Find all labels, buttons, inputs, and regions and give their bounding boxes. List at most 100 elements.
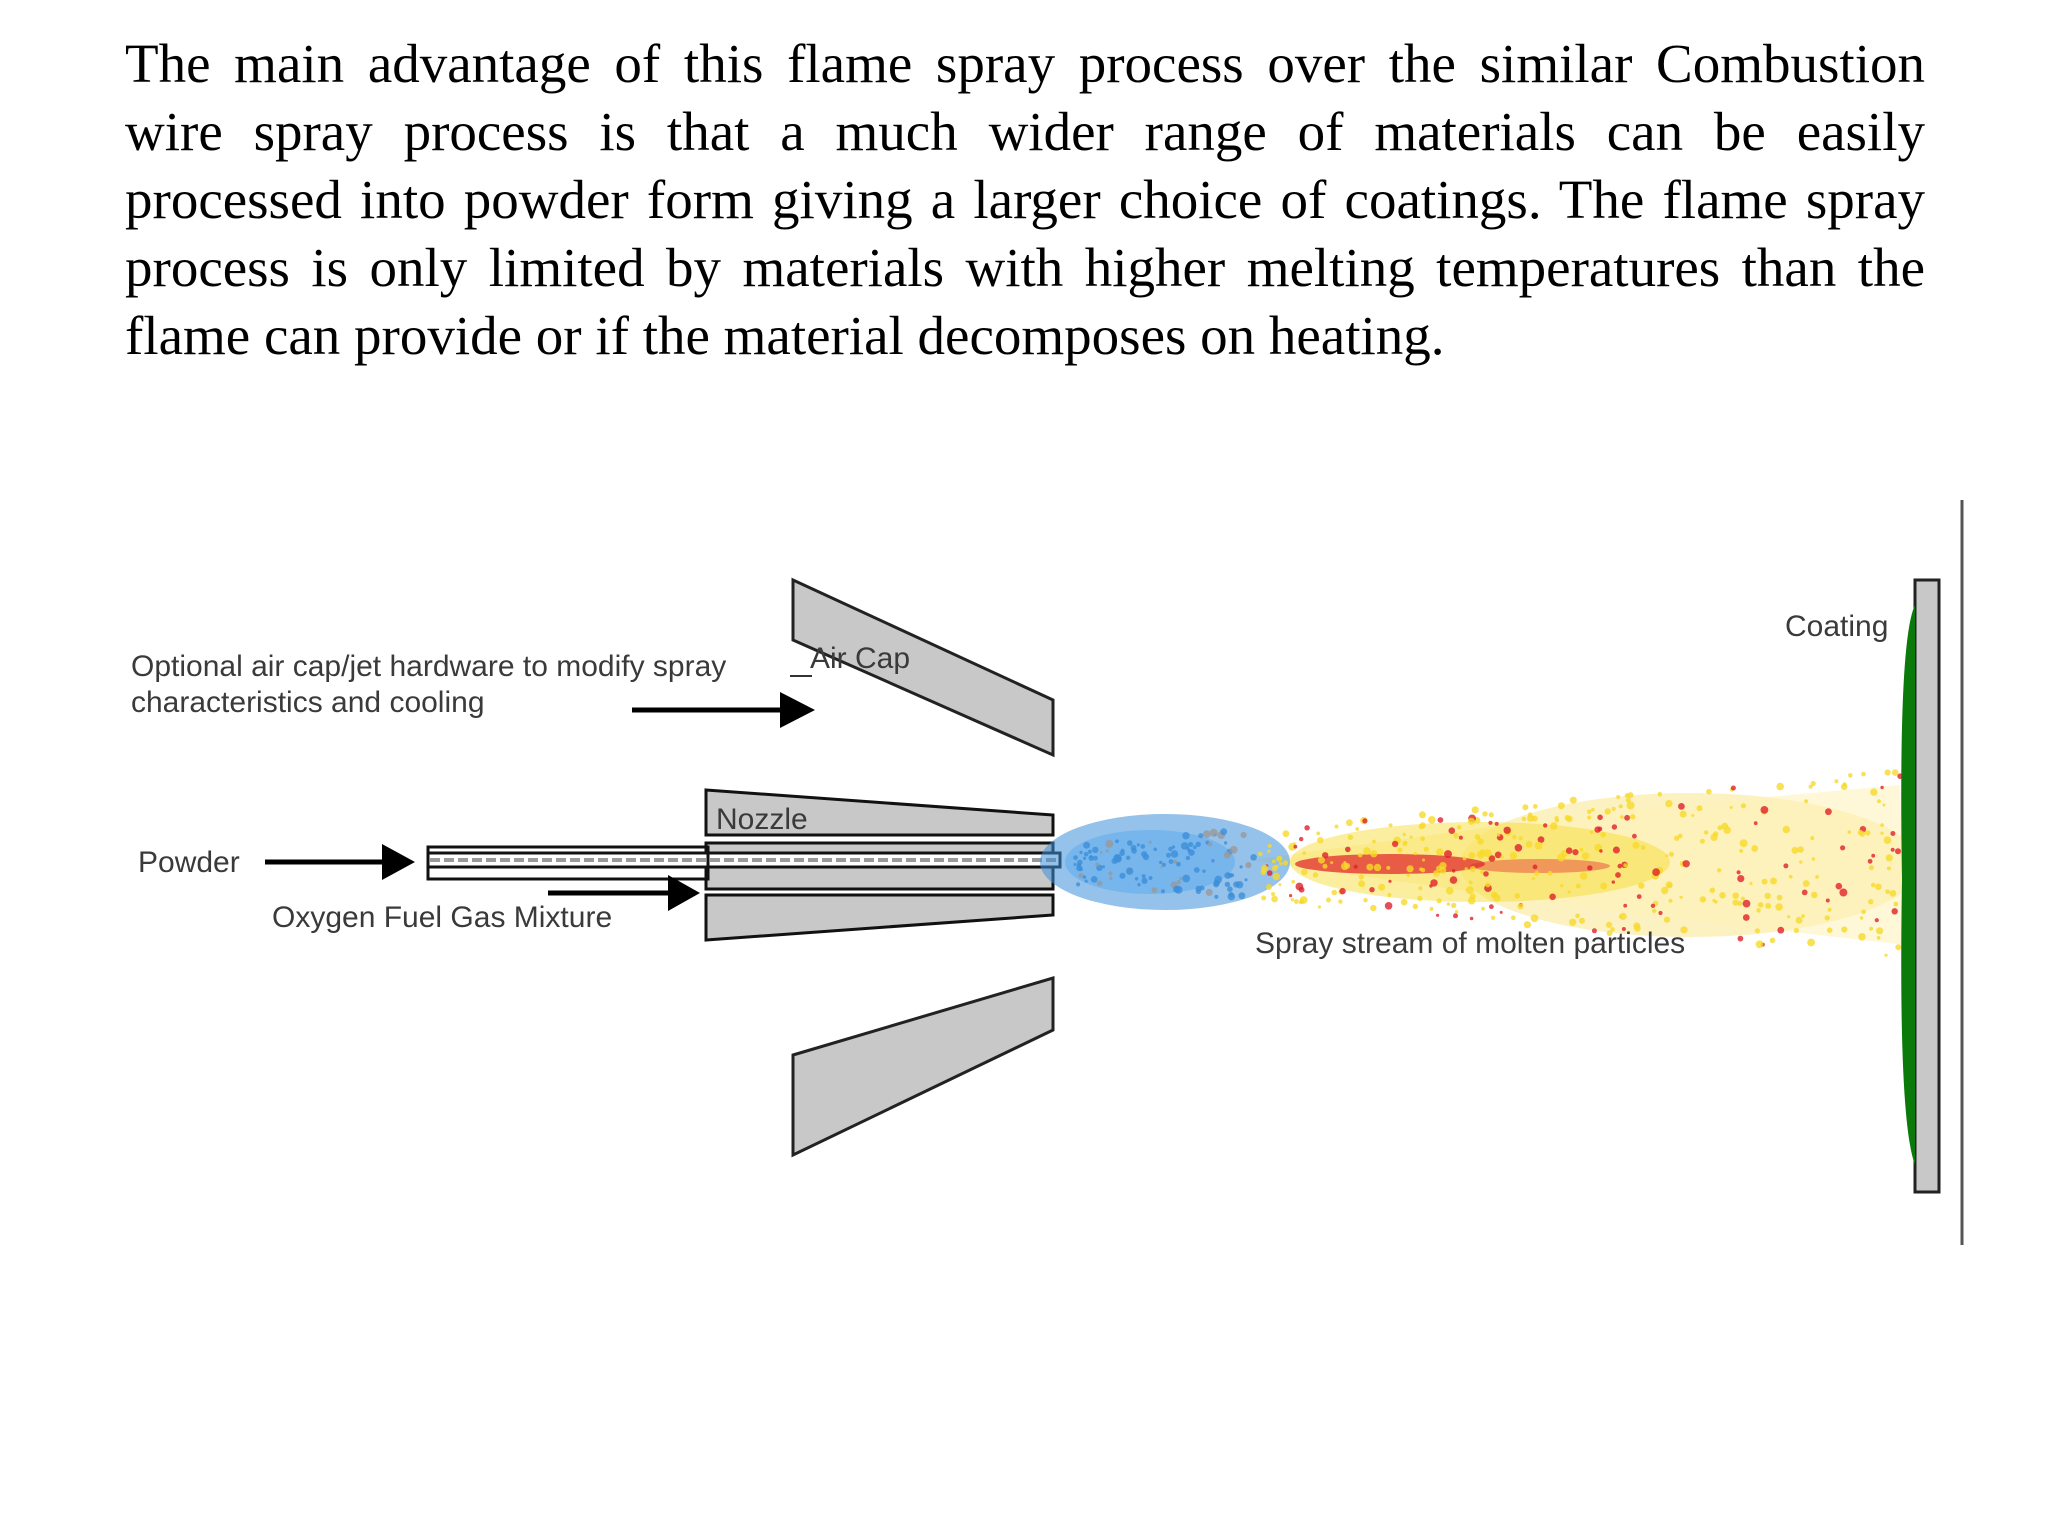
- spray-particle: [1523, 921, 1531, 929]
- spray-particle: [1079, 850, 1083, 855]
- spray-particle: [1444, 850, 1452, 859]
- spray-particle: [1782, 825, 1791, 834]
- spray-particle: [1096, 880, 1103, 887]
- spray-particle: [1387, 893, 1392, 897]
- spray-particle: [1825, 898, 1830, 903]
- spray-particle: [1623, 863, 1628, 868]
- spray-particle: [1581, 852, 1590, 860]
- spray-particle: [1799, 860, 1803, 864]
- spray-particle: [1811, 891, 1818, 899]
- spray-particle: [1282, 830, 1290, 838]
- spray-particle: [1137, 883, 1141, 887]
- spray-particle: [1810, 836, 1815, 841]
- spray-particle: [1880, 823, 1884, 827]
- spray-particle: [1611, 824, 1618, 830]
- spray-particle: [1874, 918, 1879, 923]
- spray-particle: [1617, 863, 1623, 869]
- spray-particle: [1716, 868, 1722, 873]
- spray-particle: [1451, 869, 1456, 873]
- spray-particle: [1489, 904, 1494, 910]
- spray-particle: [1663, 916, 1671, 923]
- spray-particle: [1514, 844, 1523, 852]
- spray-particle: [1665, 799, 1673, 808]
- spray-particle: [1549, 893, 1556, 901]
- spray-particle: [1841, 926, 1848, 933]
- spray-particle: [1668, 898, 1673, 903]
- spray-particle: [1518, 836, 1523, 841]
- spray-particle: [1611, 880, 1616, 884]
- spray-particle: [1400, 898, 1408, 906]
- spray-particle: [1437, 817, 1444, 823]
- spray-particle: [1765, 902, 1772, 909]
- spray-particle: [1895, 848, 1901, 855]
- spray-particle: [1245, 862, 1252, 869]
- spray-particle: [1429, 884, 1433, 888]
- spray-particle: [1168, 846, 1173, 852]
- spray-particle: [1847, 830, 1852, 834]
- spray-particle: [1258, 851, 1263, 857]
- spray-particle: [1709, 887, 1716, 894]
- spray-particle: [1278, 883, 1282, 887]
- spray-particle: [1173, 859, 1178, 864]
- spray-particle: [1420, 836, 1425, 842]
- spray-particle: [1569, 796, 1577, 804]
- spray-particle: [1807, 938, 1815, 947]
- spray-particle: [1732, 899, 1739, 906]
- spray-particle: [1630, 814, 1636, 820]
- spray-particle: [1469, 893, 1476, 900]
- spray-particle: [1423, 846, 1429, 852]
- spray-particle: [1776, 894, 1783, 901]
- spray-particle: [1890, 847, 1895, 852]
- spray-particle: [1290, 898, 1295, 902]
- spray-particle: [1363, 847, 1371, 855]
- spray-particle: [1317, 837, 1324, 844]
- spray-particle: [1717, 825, 1723, 831]
- spray-particle: [1599, 849, 1603, 853]
- spray-particle: [1445, 886, 1454, 895]
- spray-particle: [1534, 870, 1540, 876]
- spray-particle: [1096, 864, 1103, 871]
- spray-particle: [1223, 841, 1228, 845]
- spray-particle: [1490, 915, 1496, 920]
- spray-particle: [1777, 926, 1785, 934]
- spray-particle: [1625, 797, 1631, 803]
- spray-particle: [1244, 878, 1248, 882]
- spray-particle: [1810, 780, 1816, 787]
- spray-particle: [1092, 846, 1099, 854]
- spray-particle: [1597, 814, 1603, 821]
- spray-particle: [1865, 830, 1871, 836]
- spray-particle: [1624, 793, 1630, 798]
- spray-particle: [1339, 887, 1346, 895]
- spray-particle: [1205, 888, 1213, 896]
- spray-particle: [1826, 927, 1833, 933]
- spray-particle: [1658, 910, 1663, 916]
- spray-particle: [1345, 846, 1351, 853]
- spray-particle: [1353, 864, 1358, 869]
- nozzle-lower: [704, 893, 1055, 942]
- spray-particle: [1861, 771, 1866, 777]
- spray-particle: [1514, 893, 1521, 899]
- spray-particle: [1739, 848, 1744, 853]
- spray-particle: [1876, 936, 1881, 940]
- label-oxygen: Oxygen Fuel Gas Mixture: [272, 901, 612, 934]
- spray-particle: [1388, 823, 1393, 828]
- spray-particle: [1176, 880, 1182, 885]
- spray-particle: [1317, 905, 1321, 909]
- spray-particle: [1587, 815, 1592, 820]
- spray-particle: [1699, 896, 1707, 903]
- spray-particle: [1509, 851, 1518, 860]
- spray-particle: [1597, 826, 1603, 832]
- spray-particle: [1148, 840, 1152, 844]
- spray-particle: [1397, 847, 1403, 853]
- spray-particle: [1618, 914, 1623, 919]
- spray-particle: [1166, 852, 1171, 858]
- spray-particle: [1391, 840, 1399, 848]
- spray-particle: [1202, 830, 1211, 838]
- spray-particle: [1136, 843, 1140, 847]
- spray-particle: [1214, 894, 1219, 899]
- spray-particle: [1632, 833, 1637, 839]
- spray-particle: [1451, 902, 1457, 909]
- spray-particle: [1494, 851, 1502, 859]
- spray-particle: [1760, 806, 1769, 814]
- spray-particle: [1338, 899, 1343, 904]
